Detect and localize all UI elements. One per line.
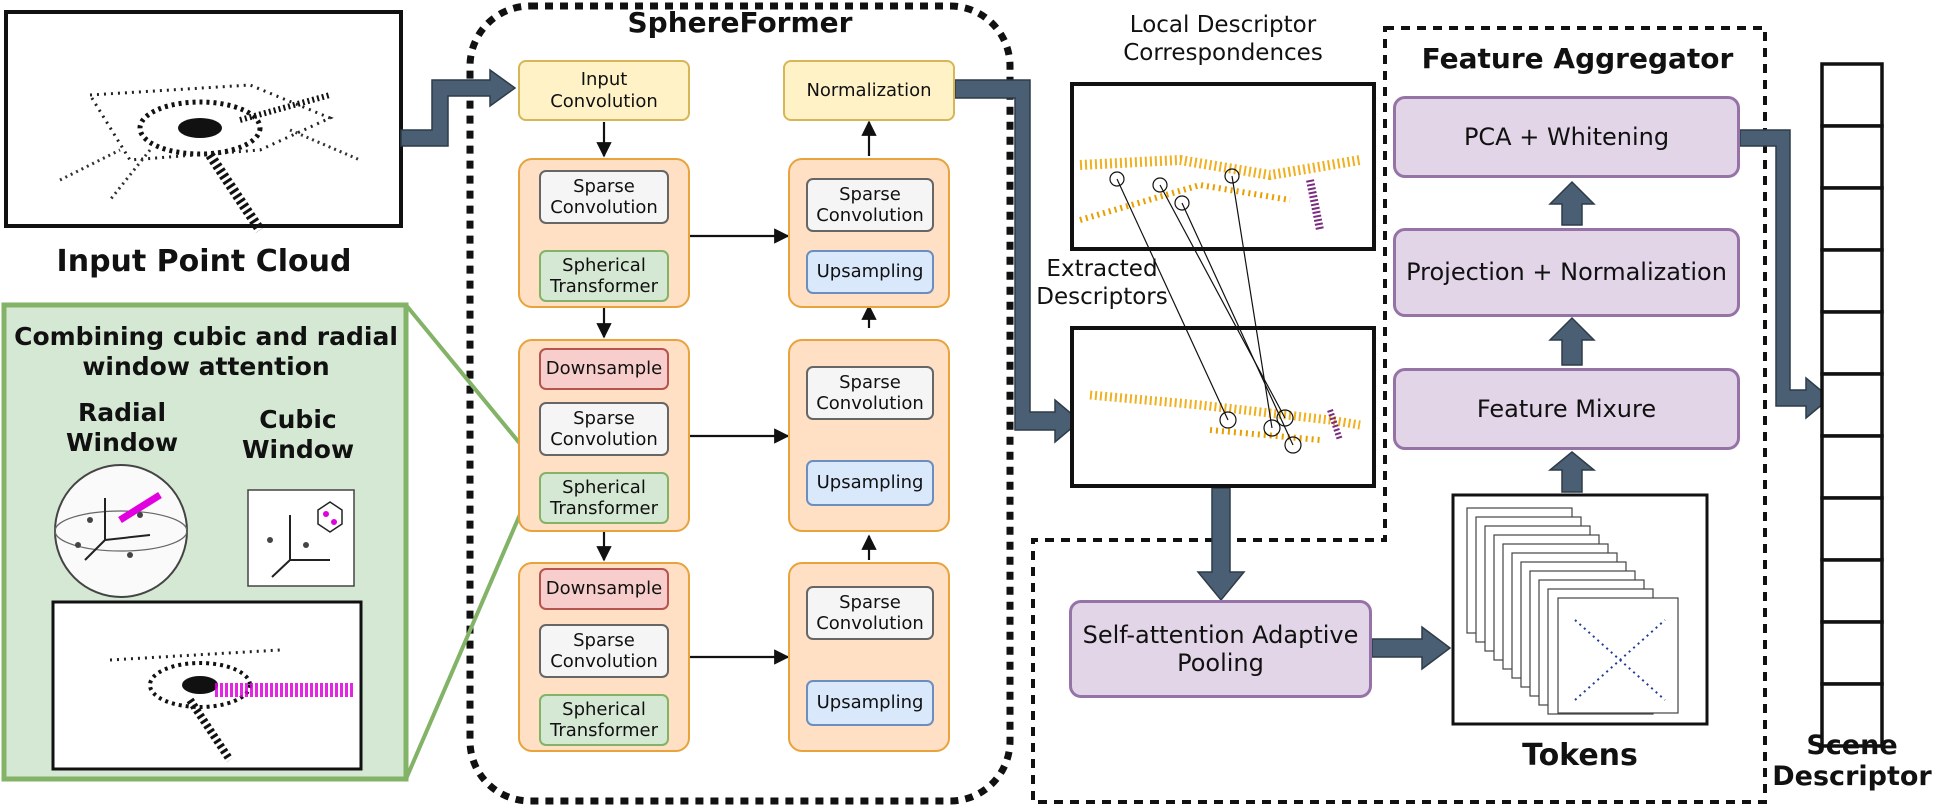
scene-descriptor-label: Scene Descriptor: [1772, 730, 1932, 793]
inset-point-cloud-drawing: [109, 648, 355, 763]
encoder-stage-3-downsample: Downsample: [539, 568, 669, 610]
sphereformer-container: [466, 2, 1014, 805]
radial-window-sphere-icon: [54, 464, 188, 598]
encoder-stage-2-downsample: Downsample: [539, 348, 669, 390]
normalization-box: Normalization: [783, 60, 955, 121]
feature-mixure-box: Feature Mixure: [1393, 368, 1740, 450]
cubic-window-label: Cubic Window: [241, 405, 355, 464]
pca-whitening-box: PCA + Whitening: [1393, 96, 1740, 178]
decoder-stage-3-upsampling: Upsampling: [806, 680, 934, 726]
projection-normalization-box: Projection + Normalization: [1393, 228, 1740, 317]
correspondence-lines: [1109, 168, 1302, 454]
encoder-stage-2-spherical: Spherical Transformer: [539, 472, 669, 524]
token-stack: [1466, 507, 1679, 715]
decoder-stage-2-upsampling: Upsampling: [806, 460, 934, 506]
point-cloud-drawing: [59, 83, 361, 233]
encoder-stage-3-spherical: Spherical Transformer: [539, 694, 669, 746]
inset-title: Combining cubic and radial window attent…: [14, 322, 398, 381]
encoder-stage-3-sparse: Sparse Convolution: [539, 624, 669, 678]
aggregator-container: [1031, 26, 1767, 804]
flow-arrows: [400, 68, 1832, 671]
sphereformer-title: SphereFormer: [627, 6, 853, 39]
decoder-stage-1-upsampling: Upsampling: [806, 250, 934, 294]
encoder-stage-1-sparse: Sparse Convolution: [539, 170, 669, 224]
extracted-descriptors-label: Extracted Descriptors: [1036, 256, 1168, 310]
scene-descriptor-vector: [1820, 62, 1884, 748]
self-attention-pooling-box: Self-attention Adaptive Pooling: [1069, 600, 1372, 698]
cubic-window-icon: [247, 489, 355, 587]
correspondences-label: Local Descriptor Correspondences: [1123, 12, 1323, 66]
input-point-cloud-label: Input Point Cloud: [56, 244, 352, 279]
decoder-stage-1-sparse: Sparse Convolution: [806, 178, 934, 232]
encoder-stage-2-sparse: Sparse Convolution: [539, 402, 669, 456]
feature-aggregator-title: Feature Aggregator: [1421, 42, 1734, 75]
correspondence-image-bottom: [1070, 326, 1376, 488]
decoder-stage-3-sparse: Sparse Convolution: [806, 586, 934, 640]
tokens-label: Tokens: [1522, 738, 1638, 773]
input-convolution-box: Input Convolution: [518, 60, 690, 121]
descriptor-scatter: [1079, 154, 1361, 443]
decoder-stage-2-sparse: Sparse Convolution: [806, 366, 934, 420]
encoder-stage-1-spherical: Spherical Transformer: [539, 250, 669, 302]
radial-window-label: Radial Window: [65, 398, 179, 457]
